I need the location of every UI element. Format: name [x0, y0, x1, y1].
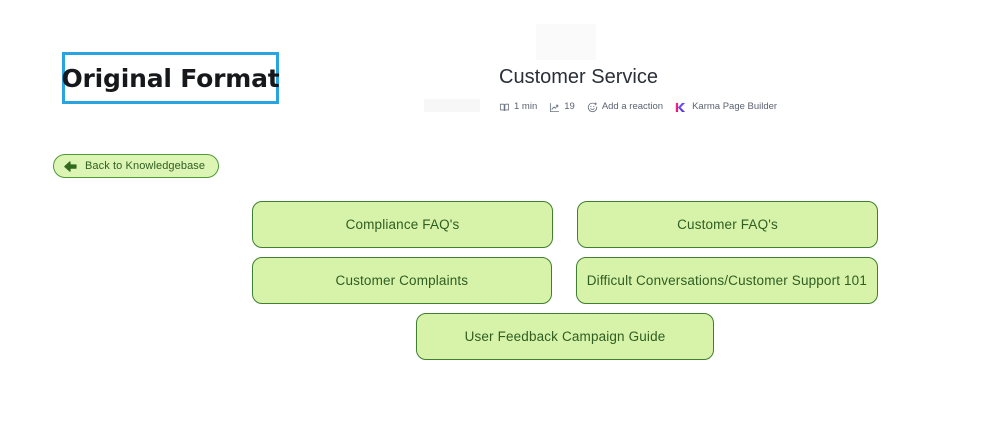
link-card-label: Customer FAQ's — [677, 217, 778, 232]
meta-view-count-text: 19 — [564, 101, 575, 112]
link-card-label: User Feedback Campaign Guide — [464, 329, 666, 344]
document-meta-bar: 1 min 19 Add a — [499, 101, 929, 113]
add-reaction-icon — [587, 101, 598, 113]
link-card-label: Compliance FAQ's — [345, 217, 460, 232]
link-card-compliance-faqs[interactable]: Compliance FAQ's — [252, 201, 553, 248]
link-card-user-feedback-campaign-guide[interactable]: User Feedback Campaign Guide — [416, 313, 714, 360]
page-title: Customer Service — [499, 66, 658, 88]
link-card-row: Customer Complaints Difficult Conversati… — [252, 257, 878, 304]
add-reaction-text: Add a reaction — [601, 101, 664, 112]
meta-read-time-text: 1 min — [514, 101, 538, 112]
meta-page-builder-text: Karma Page Builder — [692, 101, 778, 112]
arrow-left-icon — [64, 160, 77, 172]
original-format-annotation: Original Format — [61, 52, 280, 104]
breadcrumb-placeholder — [424, 99, 480, 112]
meta-view-count: 19 — [549, 101, 575, 113]
link-card-customer-faqs[interactable]: Customer FAQ's — [577, 201, 878, 248]
link-card-grid: Compliance FAQ's Customer FAQ's Customer… — [252, 201, 878, 360]
link-card-row-footer: User Feedback Campaign Guide — [252, 313, 878, 360]
link-card-label: Difficult Conversations/Customer Support… — [586, 273, 867, 288]
original-format-label: Original Format — [61, 63, 280, 93]
add-reaction-button[interactable]: Add a reaction — [587, 101, 663, 113]
trending-up-icon — [549, 102, 560, 113]
cover-image-placeholder — [536, 24, 596, 60]
link-card-label: Customer Complaints — [335, 273, 469, 288]
link-card-difficult-conversations[interactable]: Difficult Conversations/Customer Support… — [575, 257, 878, 304]
meta-page-builder[interactable]: Karma Page Builder — [675, 101, 777, 113]
karma-logo-icon — [675, 102, 686, 113]
meta-read-time: 1 min — [499, 101, 537, 113]
back-to-knowledgebase-button[interactable]: Back to Knowledgebase — [53, 154, 220, 178]
back-to-knowledgebase-label: Back to Knowledgebase — [85, 160, 206, 172]
link-card-customer-complaints[interactable]: Customer Complaints — [252, 257, 552, 304]
book-open-icon — [499, 102, 510, 113]
document-header: Customer Service 1 min 19 — [499, 64, 929, 113]
link-card-row: Compliance FAQ's Customer FAQ's — [252, 201, 878, 248]
